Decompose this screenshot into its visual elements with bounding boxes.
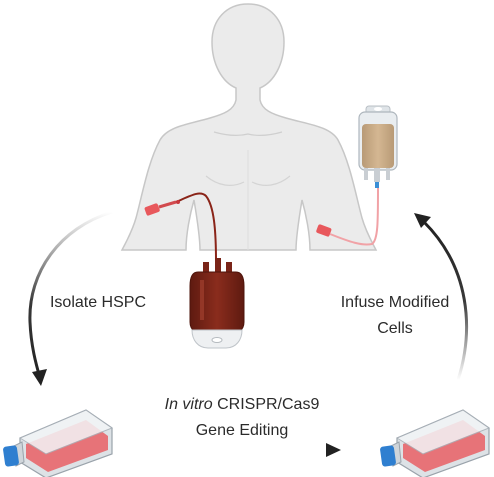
editing-label-rest: CRISPR/Cas9 xyxy=(212,396,320,413)
infuse-label-line2: Cells xyxy=(377,320,413,337)
arrow-infuse xyxy=(414,213,468,381)
blood-bag-icon xyxy=(189,258,245,349)
iv-catheter-icon xyxy=(316,187,379,246)
arrow-isolate xyxy=(28,210,113,386)
infuse-label-line1: Infuse Modified xyxy=(340,294,450,311)
infuse-label: Infuse Modified Cells xyxy=(325,290,465,342)
isolate-label: Isolate HSPC xyxy=(49,294,147,311)
human-torso-icon xyxy=(120,3,378,251)
editing-label-italic: In vitro xyxy=(164,396,213,413)
editing-label: In vitro CRISPR/Cas9 Gene Editing xyxy=(132,392,352,444)
arrow-editing xyxy=(142,443,341,457)
culture-flask-icon xyxy=(380,409,491,477)
editing-label-line2: Gene Editing xyxy=(195,422,289,439)
infusion-bag-icon xyxy=(358,105,398,188)
culture-flask-icon xyxy=(3,409,114,477)
iv-catheter-icon xyxy=(144,192,217,263)
